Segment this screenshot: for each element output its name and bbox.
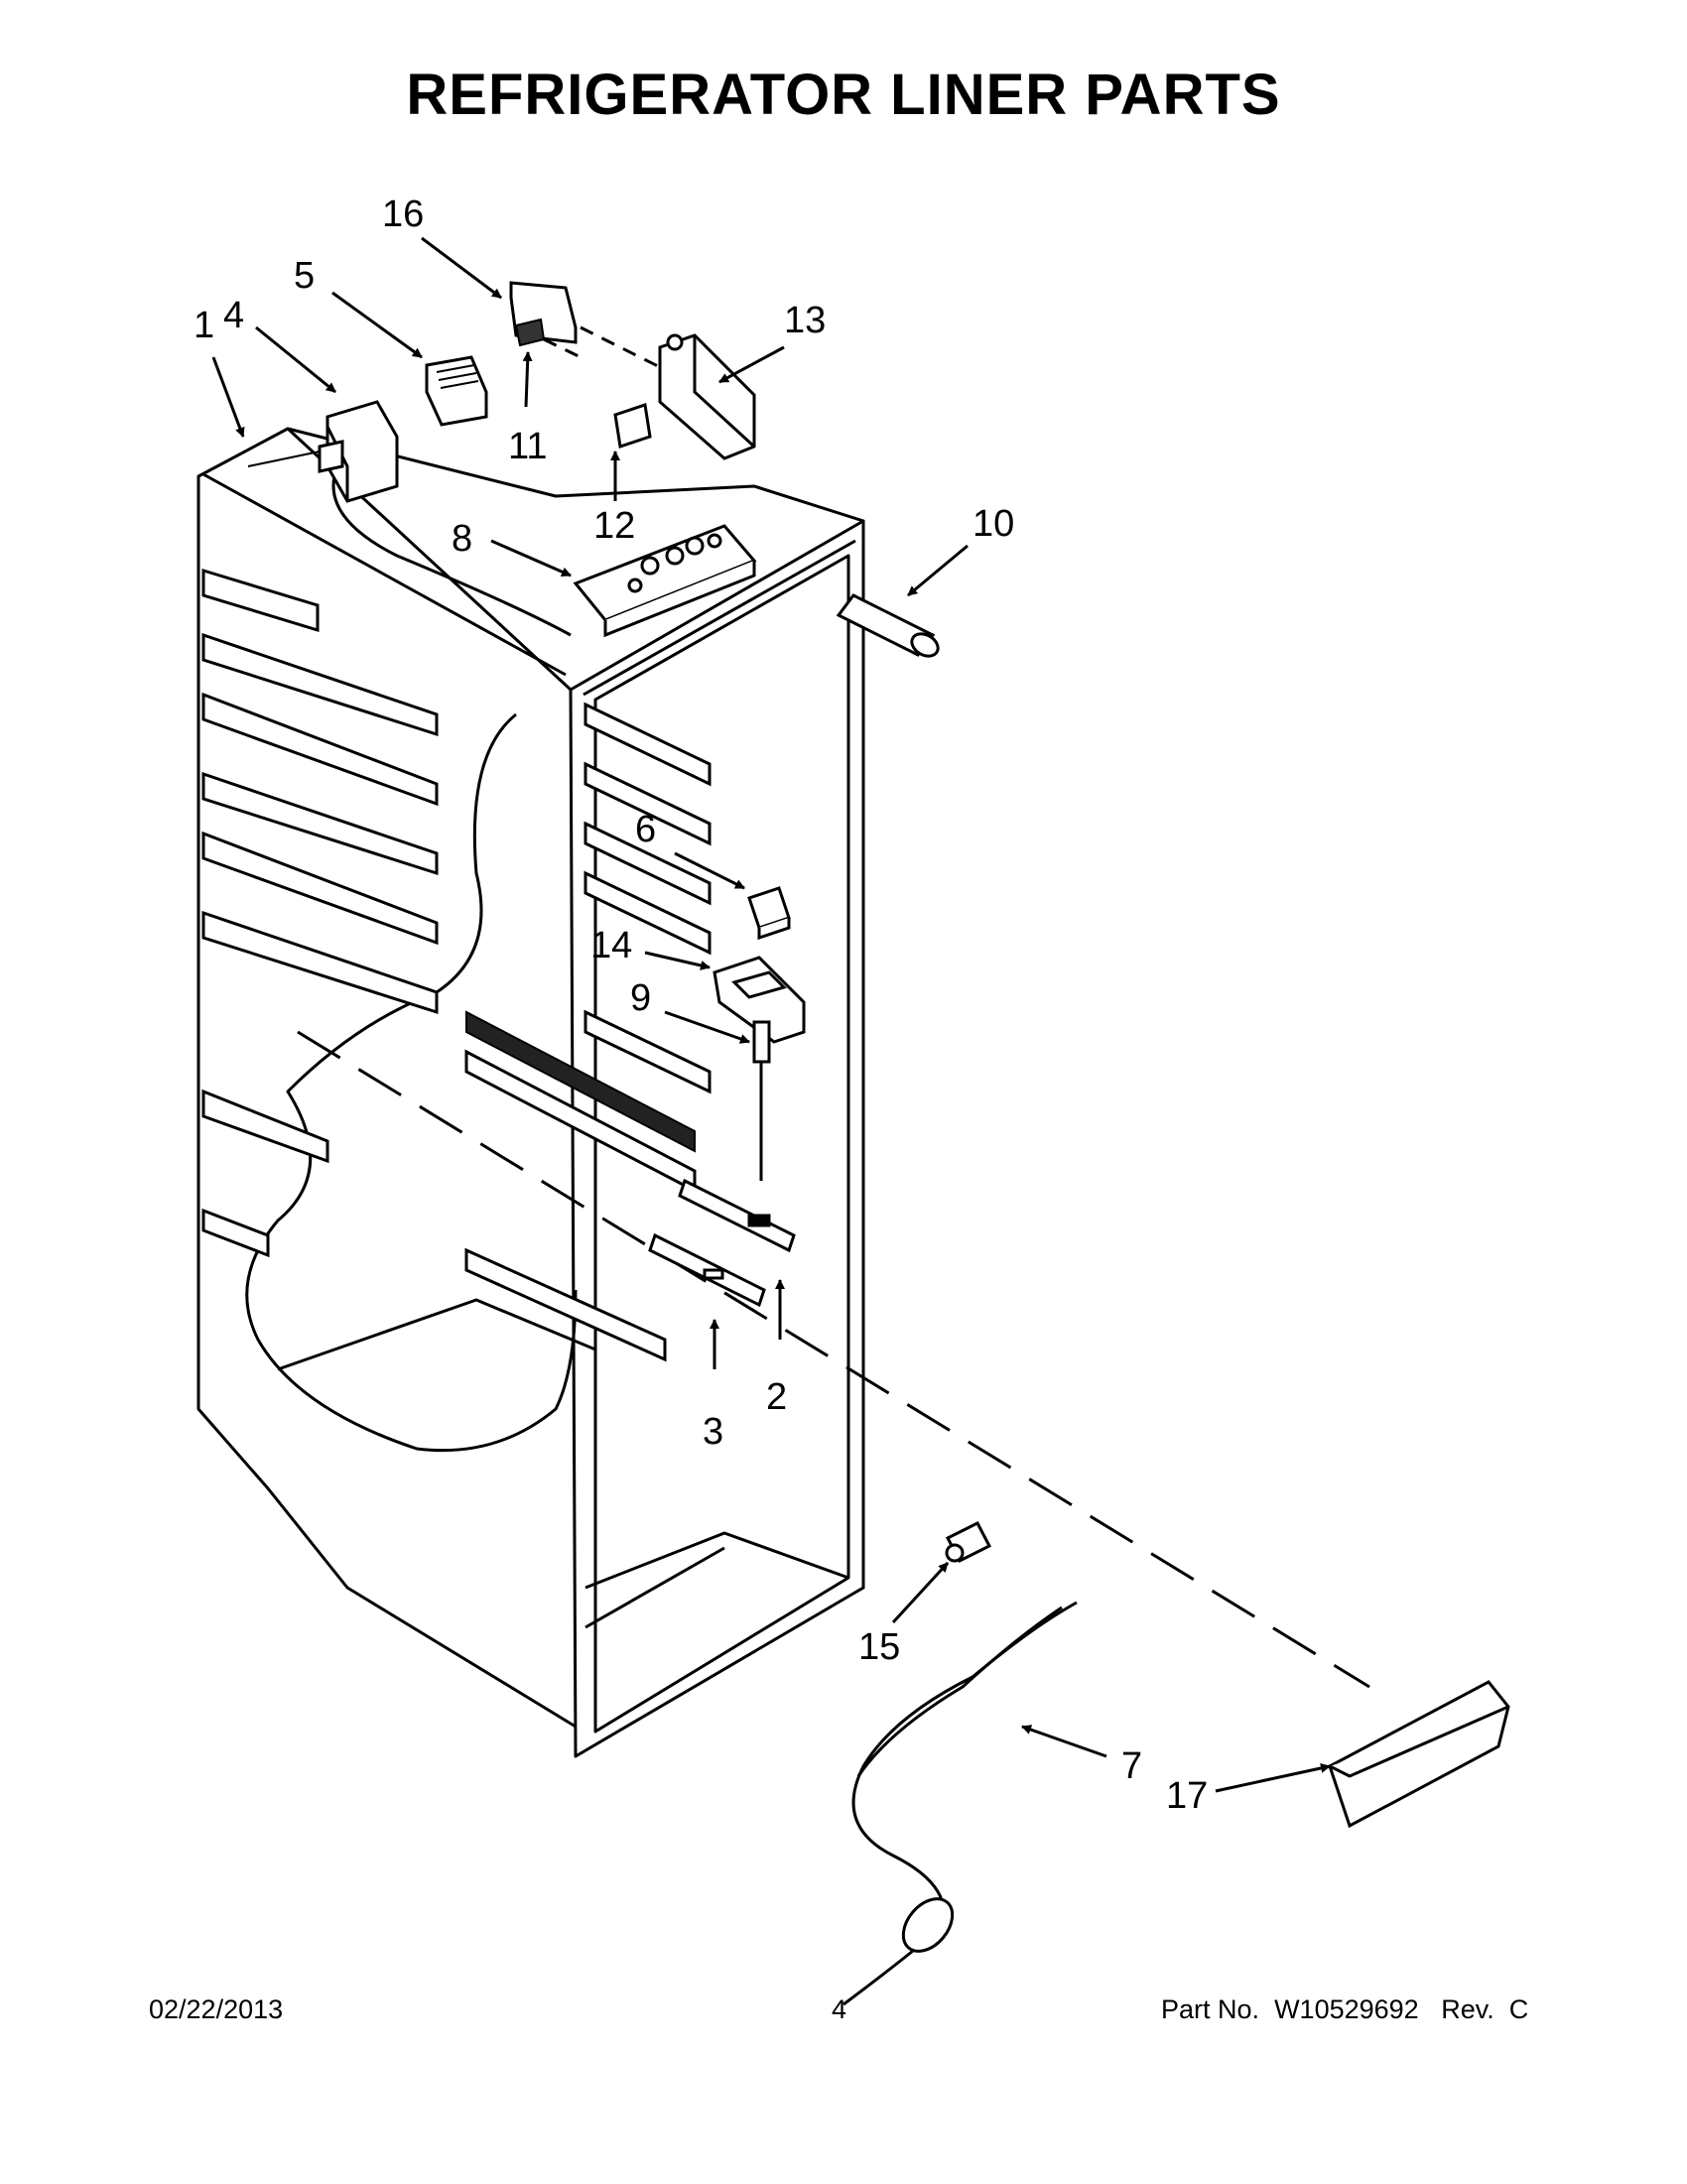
footer-page-number: 4 xyxy=(832,1994,847,2024)
part-3-plate xyxy=(648,1232,766,1308)
part-14-light-housing xyxy=(713,956,806,1044)
callout-7: 7 xyxy=(1121,1745,1142,1787)
part-number-value: W10529692 xyxy=(1274,1994,1419,2024)
part-13-bracket xyxy=(658,333,756,460)
shelf-ribs-right xyxy=(464,702,712,1362)
part-label: Part No. xyxy=(1161,1994,1260,2024)
part-9-probe xyxy=(752,1020,771,1181)
part-2-plate xyxy=(678,1178,796,1253)
footer-date: 02/22/2013 xyxy=(149,1994,284,2024)
assembly-dashed-line xyxy=(297,1030,1370,1689)
callout-12: 12 xyxy=(593,505,635,547)
notch-strip xyxy=(465,1010,696,1153)
callout-16: 16 xyxy=(382,193,424,235)
part-8-control-tray xyxy=(573,524,757,638)
callout-10: 10 xyxy=(973,503,1014,545)
part-10-cylinder xyxy=(836,593,940,658)
part-4-housing xyxy=(247,400,399,503)
callout-9: 9 xyxy=(630,977,651,1019)
part-12-board xyxy=(613,403,652,449)
callout-8: 8 xyxy=(452,518,472,560)
callout-13: 13 xyxy=(784,300,826,341)
top-dashed-connectors xyxy=(543,325,661,369)
callout-labels: 1 2 3 4 5 6 7 8 9 10 11 12 13 14 15 16 1… xyxy=(194,193,1208,1817)
footer-part-number: Part No. W10529692 Rev. C xyxy=(1161,1994,1528,2025)
part-7-tube xyxy=(843,1601,1078,2006)
rev-label: Rev. xyxy=(1441,1994,1494,2024)
callout-1: 1 xyxy=(194,305,214,346)
page-title: REFRIGERATOR LINER PARTS xyxy=(406,63,1281,127)
callout-4: 4 xyxy=(223,295,244,336)
callout-17: 17 xyxy=(1166,1775,1208,1817)
part-6-clip xyxy=(747,886,791,941)
part-17-tray xyxy=(1328,1680,1510,1829)
callout-5: 5 xyxy=(294,255,315,297)
callout-3: 3 xyxy=(703,1411,723,1453)
part-5-grille xyxy=(425,355,488,427)
callout-15: 15 xyxy=(858,1626,900,1668)
callout-14: 14 xyxy=(590,925,632,966)
rev-value: C xyxy=(1508,1994,1529,2024)
callout-2: 2 xyxy=(766,1376,787,1418)
callout-6: 6 xyxy=(635,809,656,850)
shelf-ribs-left xyxy=(201,568,439,1258)
leader-arrows xyxy=(211,236,1331,1793)
callout-11: 11 xyxy=(508,426,547,467)
part-15-fitting xyxy=(945,1520,992,1564)
